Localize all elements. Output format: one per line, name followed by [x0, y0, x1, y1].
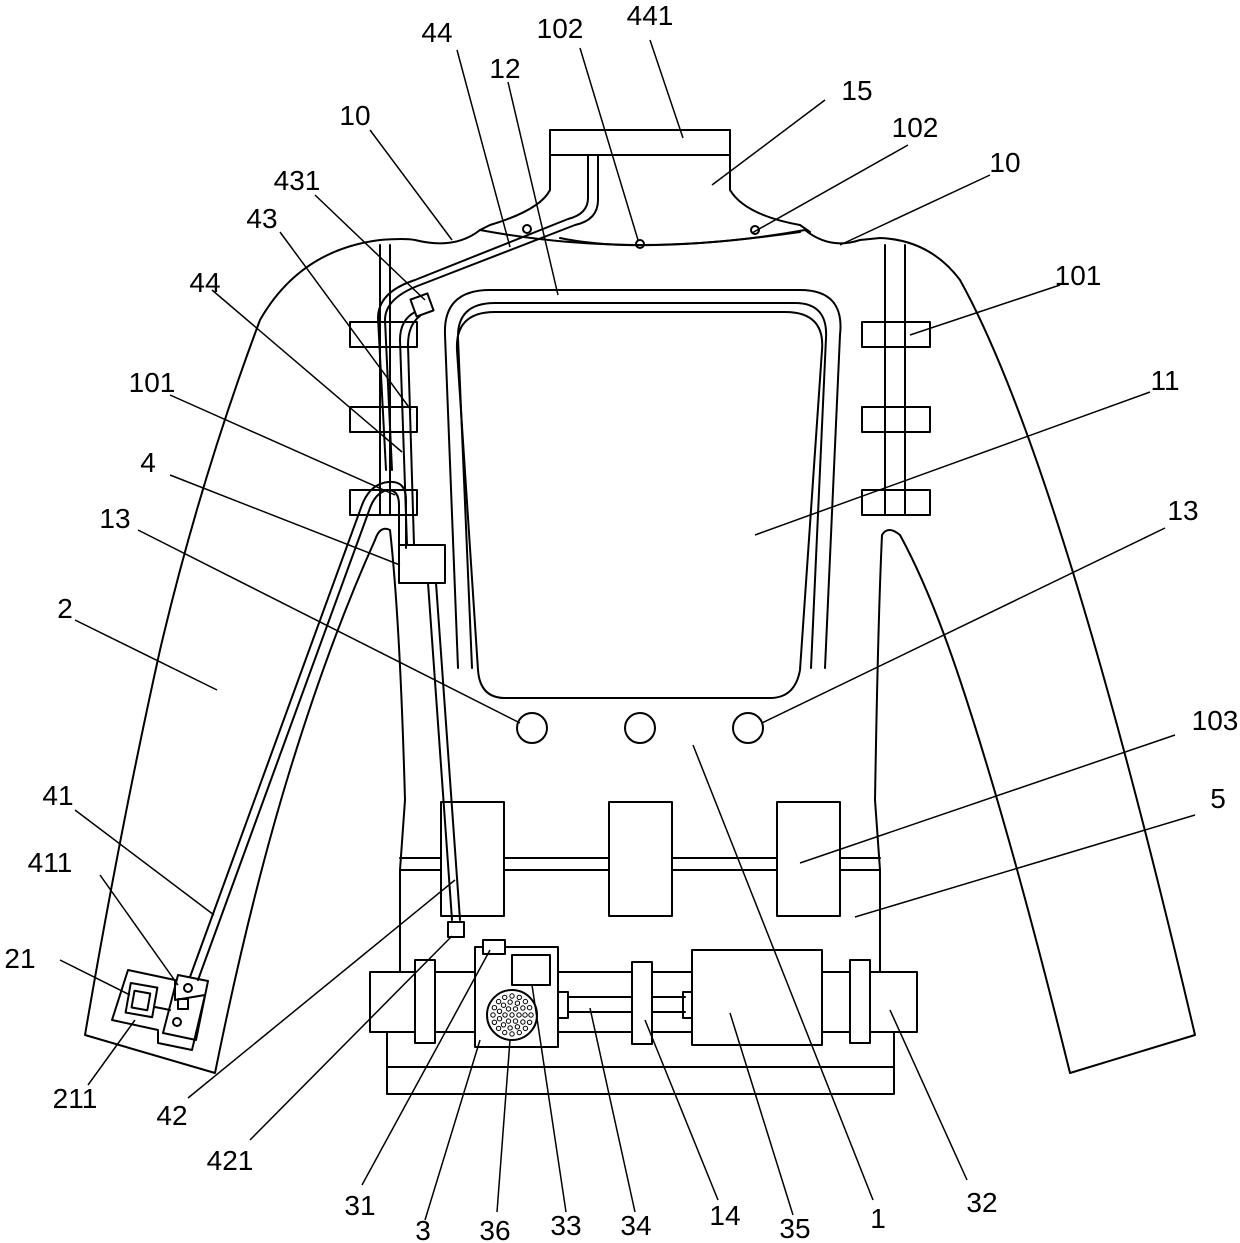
arm-control-link	[155, 1007, 170, 1010]
clamp-left	[415, 960, 435, 1043]
label-41: 41	[42, 780, 73, 811]
pump-box-3	[475, 947, 558, 1047]
cable-41-b	[198, 490, 399, 980]
label-3: 3	[415, 1215, 431, 1243]
eyelet-left	[523, 225, 531, 233]
label-4: 4	[140, 447, 156, 478]
label-34: 34	[620, 1210, 651, 1241]
label-13-left: 13	[99, 503, 130, 534]
label-431: 431	[274, 165, 321, 196]
motor-35	[692, 950, 822, 1045]
label-10-left: 10	[339, 100, 370, 131]
label-44-top: 44	[421, 17, 452, 48]
strap-101-l1	[350, 322, 417, 347]
label-102-a: 102	[537, 13, 584, 44]
strap-101-r1	[862, 322, 930, 347]
label-13-right: 13	[1167, 495, 1198, 526]
label-15: 15	[841, 75, 872, 106]
clamp-right	[850, 960, 870, 1043]
cable-41-a	[190, 482, 406, 977]
keypad-btn-3	[173, 1018, 181, 1026]
label-102-b: 102	[892, 112, 939, 143]
label-10-right: 10	[989, 147, 1020, 178]
label-411: 411	[28, 847, 73, 878]
cable-43-b	[408, 316, 420, 545]
label-35: 35	[779, 1213, 810, 1243]
tube-12-inner	[458, 303, 826, 668]
strap-101-r2	[862, 407, 930, 432]
screen-211-inner	[132, 991, 151, 1011]
collar	[480, 130, 810, 232]
label-36: 36	[479, 1215, 510, 1243]
label-12: 12	[489, 53, 520, 84]
panel-11	[457, 312, 822, 698]
label-421: 421	[207, 1145, 254, 1176]
device-assembly	[370, 940, 917, 1094]
collar-band-441	[550, 130, 730, 155]
label-441: 441	[627, 0, 674, 31]
right-armhole	[875, 530, 900, 870]
label-44-mid: 44	[189, 267, 220, 298]
pouch-103-mid	[609, 802, 672, 916]
label-2: 2	[57, 593, 73, 624]
label-31: 31	[344, 1190, 375, 1221]
label-43: 43	[246, 203, 277, 234]
belt	[400, 802, 880, 972]
chest-panel	[445, 290, 841, 743]
leader-lines	[60, 40, 1195, 1220]
pouch-103-right	[777, 802, 840, 916]
vest-body	[85, 130, 1195, 1073]
label-33: 33	[550, 1210, 581, 1241]
sensor-31	[483, 940, 505, 954]
label-103: 103	[1192, 705, 1239, 736]
button-13-mid	[625, 713, 655, 743]
label-101-right: 101	[1055, 260, 1102, 291]
label-1: 1	[870, 1203, 886, 1234]
label-21: 21	[4, 943, 35, 974]
keypad-btn-2	[178, 999, 188, 1009]
button-13-left	[517, 713, 547, 743]
connector-421	[448, 922, 464, 937]
shaft-end-left	[558, 992, 568, 1018]
tube-12-outer	[445, 290, 841, 668]
button-13-right	[733, 713, 763, 743]
strap-101-r3	[862, 490, 930, 515]
label-101-left: 101	[129, 367, 176, 398]
right-shoulder	[805, 230, 1195, 1073]
label-42: 42	[156, 1100, 187, 1131]
label-5: 5	[1210, 783, 1226, 814]
label-32: 32	[966, 1187, 997, 1218]
label-211: 211	[53, 1083, 98, 1114]
base-plate-lower	[387, 1067, 894, 1094]
control-box-4	[399, 545, 445, 583]
left-shoulder	[85, 230, 480, 1073]
keypad-btn-1	[184, 984, 192, 992]
screen-211	[126, 983, 158, 1017]
label-11: 11	[1150, 365, 1179, 396]
label-14: 14	[709, 1200, 740, 1231]
